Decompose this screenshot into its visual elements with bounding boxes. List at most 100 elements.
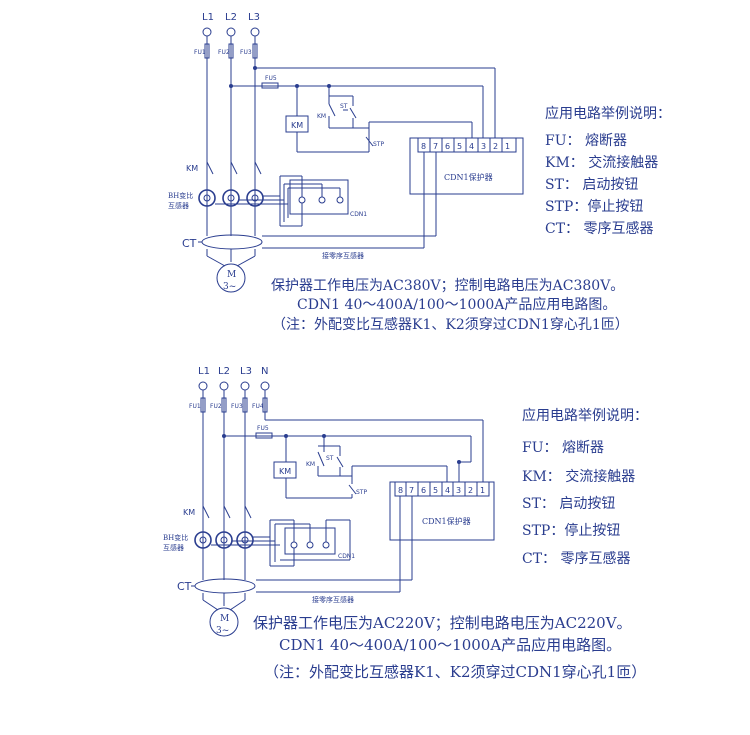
motor-m: M	[227, 270, 236, 280]
note-line-3: （注：外配变比互感器K1、K2须穿过CDN1穿心孔1匝）	[264, 663, 646, 681]
terminal-7: 7	[409, 486, 414, 495]
legend-item-ct: CT： 零序互感器	[545, 220, 654, 237]
phase-label-l1: L1	[202, 12, 214, 23]
legend-item-st: ST： 启动按钮	[545, 177, 638, 193]
protector-box	[389, 481, 495, 541]
legend-item-fu: FU： 熔断器	[545, 133, 627, 149]
terminal-l1	[198, 381, 208, 391]
fuse-label-fu2: FU2	[210, 403, 222, 410]
motor-phase: 3~	[216, 626, 229, 636]
note-line-1: 保护器工作电压为AC220V；控制电路电压为AC220V。	[253, 614, 632, 632]
fuse-fu2	[228, 43, 234, 59]
legend-title: 应用电路举例说明：	[545, 105, 671, 122]
cdn1-hole-1	[298, 196, 306, 204]
terminal-5: 5	[433, 486, 438, 495]
km-main-label: KM	[186, 164, 198, 173]
terminal-6: 6	[445, 142, 450, 151]
ct-label: CT	[182, 237, 197, 250]
terminal-l2	[226, 27, 236, 37]
km-main-label: KM	[183, 508, 195, 517]
fuse-label-fu2: FU2	[218, 49, 230, 56]
terminal-3: 3	[456, 486, 461, 495]
terminal-6: 6	[421, 486, 426, 495]
terminal-4: 4	[445, 486, 450, 495]
cdn1-hole-2	[318, 196, 326, 204]
st-label: ST	[326, 455, 334, 462]
bh-label-1: BH变比	[168, 191, 193, 200]
legend-item-km: KM： 交流接触器	[522, 468, 635, 485]
terminal-n	[260, 381, 270, 391]
cdn1-hole-2	[306, 541, 314, 549]
phase-label-l3: L3	[240, 366, 252, 377]
terminal-l3	[240, 381, 250, 391]
fuse-fu3	[242, 397, 248, 413]
cdn1-hole-1	[290, 541, 298, 549]
zero-seq-label: 接零序互感器	[312, 595, 354, 604]
km-coil-label: KM	[291, 121, 303, 130]
fuse-label-fu3: FU3	[240, 49, 252, 56]
phase-label-l1: L1	[198, 366, 210, 377]
cdn1-through-hole-box	[289, 179, 349, 215]
cdn1-tag: CDN1	[350, 211, 367, 218]
terminal-2: 2	[493, 142, 498, 151]
fuse-label-fu5: FU5	[265, 75, 277, 82]
fuse-label-fu1: FU1	[194, 49, 206, 56]
cdn1-hole-3	[336, 196, 344, 204]
cdn1-hole-3	[322, 541, 330, 549]
legend-item-ct: CT： 零序互感器	[522, 550, 631, 567]
terminal-strip: 8 7 6 5 4 3 2 1	[394, 481, 490, 497]
bh-label-2: 互感器	[163, 543, 184, 552]
protector-box	[409, 137, 524, 195]
protector-label: CDN1保护器	[422, 516, 471, 526]
terminal-7: 7	[433, 142, 438, 151]
fuse-label-fu5: FU5	[257, 425, 269, 432]
fuse-fu5	[255, 432, 273, 439]
bh-label-1: BH变比	[163, 533, 188, 542]
legend-item-fu: FU： 熔断器	[522, 440, 604, 456]
bh-label-2: 互感器	[168, 201, 189, 210]
ct-label: CT	[177, 580, 192, 593]
legend-item-km: KM： 交流接触器	[545, 154, 658, 171]
km-aux-label: KM	[306, 461, 315, 468]
terminal-2: 2	[468, 486, 473, 495]
zero-seq-label: 接零序互感器	[322, 251, 364, 260]
legend-item-stp: STP：停止按钮	[545, 198, 643, 215]
cdn1-tag: CDN1	[338, 553, 355, 560]
legend-item-stp: STP：停止按钮	[522, 522, 620, 539]
fuse-fu3	[252, 43, 258, 59]
phase-label-l2: L2	[225, 12, 237, 23]
phase-label-l2: L2	[218, 366, 230, 377]
legend-title: 应用电路举例说明：	[522, 407, 648, 424]
stp-label: STP	[356, 489, 367, 496]
terminal-l1	[202, 27, 212, 37]
terminal-5: 5	[457, 142, 462, 151]
terminal-3: 3	[481, 142, 486, 151]
st-label: ST	[340, 103, 348, 110]
note-line-2: CDN1 40～400A/100～1000A产品应用电路图。	[279, 636, 621, 654]
phase-label-l3: L3	[248, 12, 260, 23]
terminal-1: 1	[480, 486, 485, 495]
fuse-fu2	[221, 397, 227, 413]
motor	[209, 607, 239, 637]
stp-label: STP	[373, 141, 384, 148]
diagram-380v: L1 L2 L3 FU1 FU2 FU3 FU5 KM	[168, 12, 671, 333]
zero-sequence-ct	[194, 578, 256, 594]
terminal-l3	[250, 27, 260, 37]
note-line-2: CDN1 40～400A/100～1000A产品应用电路图。	[297, 296, 616, 313]
motor-m: M	[220, 614, 229, 624]
fuse-label-fu4: FU4	[252, 403, 264, 410]
note-line-1: 保护器工作电压为AC380V；控制电路电压为AC380V。	[271, 278, 624, 294]
diagram-220v: L1 L2 L3 N FU1 FU2 FU3 FU4 FU5	[163, 366, 648, 681]
fuse-fu5	[261, 82, 279, 89]
protector-label: CDN1保护器	[444, 172, 493, 182]
phase-label-n: N	[261, 366, 268, 377]
fuse-fu1	[200, 397, 206, 413]
terminal-4: 4	[469, 142, 474, 151]
km-aux-label: KM	[317, 113, 326, 120]
km-coil-label: KM	[279, 467, 291, 476]
fuse-label-fu3: FU3	[231, 403, 243, 410]
motor	[216, 263, 246, 293]
fuse-label-fu1: FU1	[189, 403, 201, 410]
terminal-8: 8	[421, 142, 426, 151]
